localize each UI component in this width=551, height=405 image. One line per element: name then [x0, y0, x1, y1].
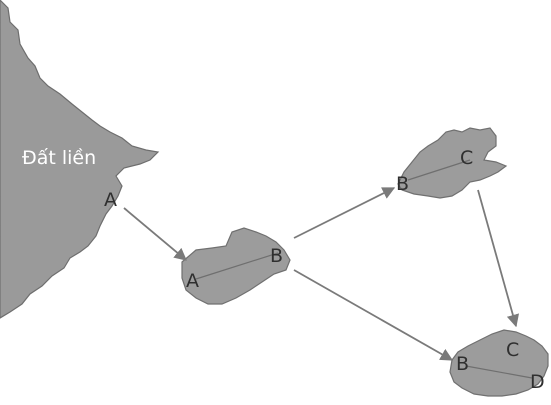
arrow-island-1-to-island-3 [293, 269, 454, 361]
island-3-point-b: B [456, 353, 469, 375]
mainland-point-a: A [104, 189, 117, 211]
island-3-link-line-bd [465, 365, 533, 379]
island-3-shape [449, 329, 549, 397]
island-3-point-d: D [530, 371, 545, 393]
arrow-island-1-to-island-2 [293, 187, 396, 239]
island-2-shape [397, 127, 508, 199]
island-1-point-b: B [270, 245, 283, 267]
island-3-point-c: C [506, 339, 519, 361]
island-2-link-line [407, 159, 471, 181]
island-2-point-c: C [460, 147, 473, 169]
island-2-point-b: B [396, 173, 409, 195]
arrow-mainland-to-island-1 [123, 207, 187, 261]
island-1-link-line [195, 252, 279, 280]
arrow-island-2-to-island-3 [477, 189, 520, 328]
mainland-label: Đất liền [22, 147, 96, 169]
mainland-shape [0, 0, 160, 319]
island-1-point-a: A [186, 270, 199, 292]
